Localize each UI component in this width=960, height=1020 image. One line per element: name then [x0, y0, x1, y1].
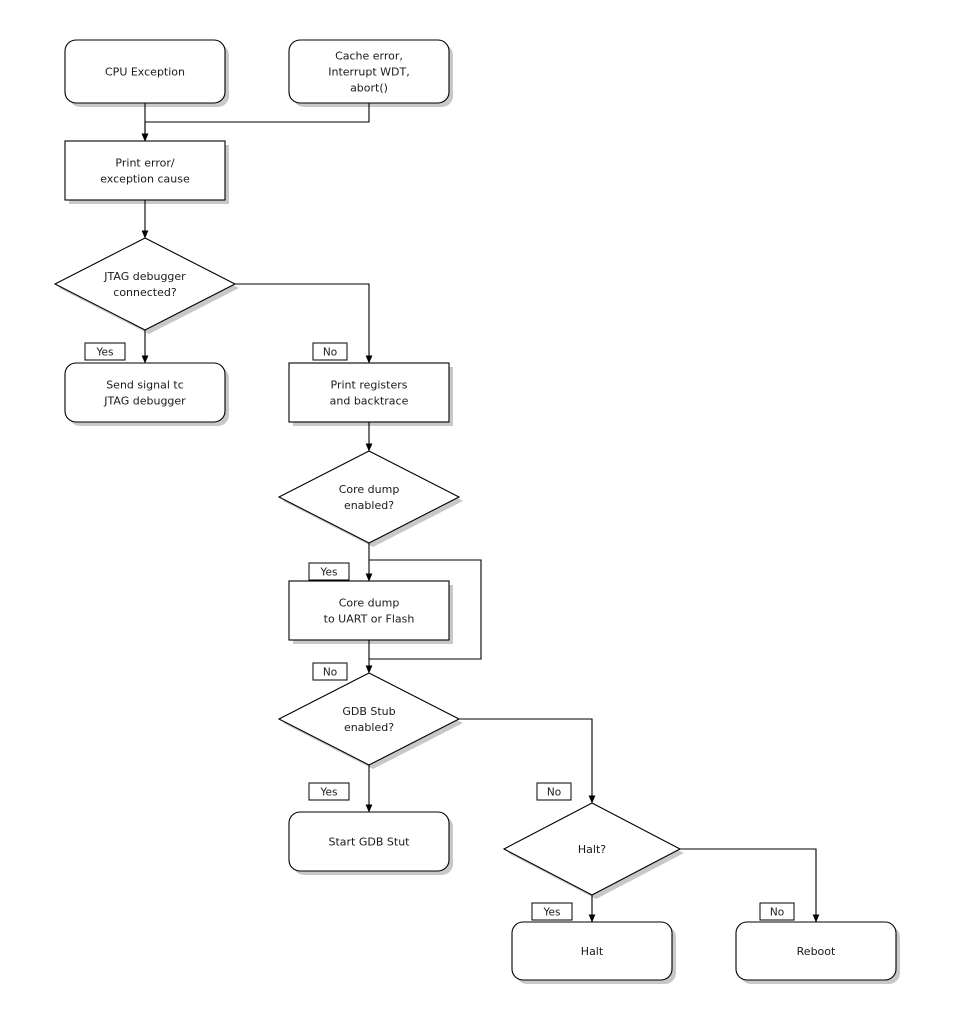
- connector-halt-no-to-reboot: [680, 848, 820, 923]
- node-label-start-gdb-stub: Start GDB Stut: [329, 836, 411, 849]
- edge-label-box: [84, 342, 126, 361]
- edge-label-box: [308, 562, 350, 581]
- connector-jtag-no-to-print-registers: [235, 283, 373, 364]
- node-shape-print-error[interactable]: [64, 140, 226, 201]
- edge-label-box: [312, 662, 348, 681]
- node-shape-cpu-exception[interactable]: [64, 39, 226, 104]
- node-label-reboot: Reboot: [797, 945, 836, 958]
- node-shape-cache-error[interactable]: [288, 39, 450, 104]
- edge-label-label-core-dump-yes: Yes: [308, 562, 350, 581]
- edge-label-label-halt-entry-no: No: [536, 782, 572, 801]
- edge-label-label-core-dump-no: No: [312, 662, 348, 681]
- edge-label-text: Yes: [543, 907, 561, 919]
- edge-label-box: [312, 342, 348, 361]
- node-label-print-error: Print error/exception cause: [100, 157, 190, 186]
- node-label-cpu-exception: CPU Exception: [105, 66, 185, 79]
- edge-label-label-reboot-no: No: [759, 902, 795, 921]
- node-label-cache-error: Cache error,Interrupt WDT,abort(): [328, 50, 409, 95]
- node-shape-start-gdb-stub[interactable]: [288, 811, 450, 872]
- node-shape-jtag-debugger-connected[interactable]: [53, 237, 237, 331]
- edge-label-box: [536, 782, 572, 801]
- node-shape-core-dump-enabled[interactable]: [277, 450, 461, 544]
- node-shape-core-dump-uart-flash[interactable]: [288, 580, 450, 641]
- node-shape-send-signal-jtag[interactable]: [64, 362, 226, 423]
- connector-gdb-no-to-halt: [459, 718, 596, 804]
- node-shape-reboot[interactable]: [735, 921, 897, 981]
- edge-label-text: No: [547, 787, 561, 799]
- edge-label-box: [759, 902, 795, 921]
- edge-label-label-jtag-no: No: [312, 342, 348, 361]
- node-shape-halt-decision[interactable]: [502, 802, 682, 896]
- edge-label-text: No: [323, 347, 337, 359]
- edge-label-text: No: [323, 667, 337, 679]
- edge-label-text: Yes: [320, 787, 338, 799]
- edge-label-text: Yes: [96, 347, 114, 359]
- node-label-halt-decision: Halt?: [578, 843, 606, 856]
- node-shape-halt[interactable]: [511, 921, 673, 981]
- edge-label-label-gdb-yes: Yes: [308, 782, 350, 801]
- connector-cache-to-print-error: [141, 103, 370, 142]
- connector-layer: [141, 103, 820, 923]
- edge-label-label-jtag-yes: Yes: [84, 342, 126, 361]
- node-shape-print-registers[interactable]: [288, 362, 450, 423]
- edge-label-text: Yes: [320, 567, 338, 579]
- edge-label-text: No: [770, 907, 784, 919]
- node-layer: CPU Exception Cache error,Interrupt WDT,a…: [53, 39, 897, 981]
- edge-label-box: [531, 902, 573, 921]
- connector-core-dump-no-loop: [369, 559, 482, 660]
- node-label-halt: Halt: [581, 945, 604, 958]
- node-shape-gdb-stub-enabled[interactable]: [277, 672, 461, 766]
- edge-label-label-halt-yes: Yes: [531, 902, 573, 921]
- edge-label-box: [308, 782, 350, 801]
